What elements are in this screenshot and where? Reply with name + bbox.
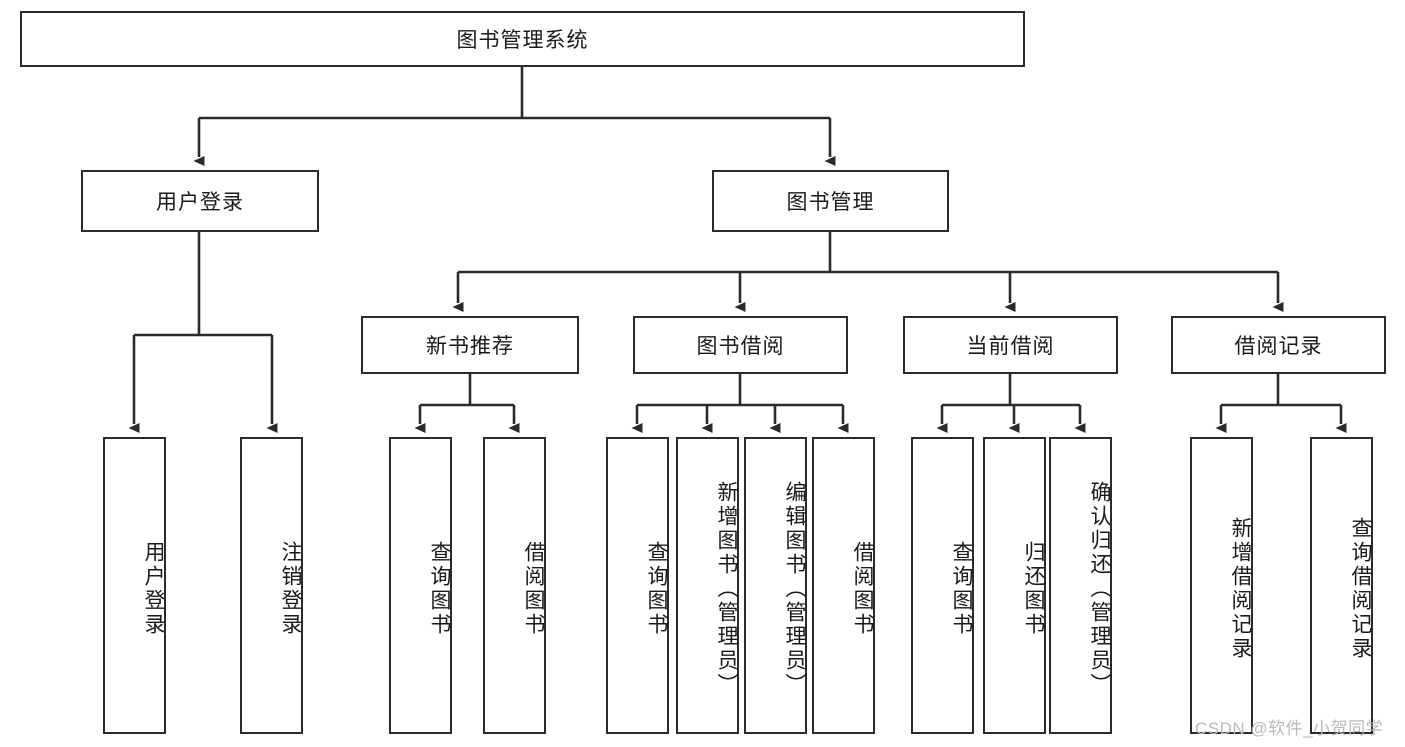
node-leaf-edit-book-admin[interactable]: 编辑图书（管理员） <box>744 437 807 734</box>
node-label: 当前借阅 <box>966 335 1055 358</box>
node-label: 注销登录 <box>279 540 302 637</box>
node-leaf-confirm-return-admin[interactable]: 确认归还（管理员） <box>1049 437 1112 734</box>
node-leaf-borrow-book-2[interactable]: 借阅图书 <box>812 437 875 734</box>
node-leaf-return-book[interactable]: 归还图书 <box>983 437 1046 734</box>
node-label: 归还图书 <box>1022 540 1045 637</box>
node-new-book-recommend[interactable]: 新书推荐 <box>361 316 579 374</box>
node-book-borrowing[interactable]: 图书借阅 <box>633 316 848 374</box>
node-user-login[interactable]: 用户登录 <box>81 170 319 232</box>
node-leaf-logout[interactable]: 注销登录 <box>240 437 303 734</box>
node-label: 确认归还（管理员） <box>1088 480 1111 697</box>
node-label: 编辑图书（管理员） <box>783 480 806 697</box>
node-label: 图书借阅 <box>696 335 785 358</box>
node-label: 查询图书 <box>950 540 973 637</box>
node-label: 查询借阅记录 <box>1349 516 1372 661</box>
node-root-system[interactable]: 图书管理系统 <box>20 11 1025 67</box>
node-book-management[interactable]: 图书管理 <box>712 170 949 232</box>
node-label: 图书管理 <box>786 191 875 214</box>
csdn-watermark: CSDN @软件_小贺同学 <box>1195 719 1384 738</box>
node-label: 用户登录 <box>142 540 165 637</box>
node-leaf-user-login[interactable]: 用户登录 <box>103 437 166 734</box>
node-label: 新增图书（管理员） <box>715 480 738 697</box>
node-leaf-query-borrow-record[interactable]: 查询借阅记录 <box>1310 437 1373 734</box>
node-label: 借阅记录 <box>1234 335 1323 358</box>
node-label: 借阅图书 <box>851 540 874 637</box>
node-borrow-records[interactable]: 借阅记录 <box>1171 316 1386 374</box>
node-label: 查询图书 <box>428 540 451 637</box>
node-label: 图书管理系统 <box>456 29 589 52</box>
node-current-borrowing[interactable]: 当前借阅 <box>903 316 1118 374</box>
node-leaf-add-book-admin[interactable]: 新增图书（管理员） <box>676 437 739 734</box>
node-leaf-query-book-1[interactable]: 查询图书 <box>389 437 452 734</box>
node-leaf-query-book-2[interactable]: 查询图书 <box>606 437 669 734</box>
node-label: 新增借阅记录 <box>1229 516 1252 661</box>
node-leaf-add-borrow-record[interactable]: 新增借阅记录 <box>1190 437 1253 734</box>
node-label: 借阅图书 <box>522 540 545 637</box>
node-label: 查询图书 <box>645 540 668 637</box>
node-leaf-borrow-book-1[interactable]: 借阅图书 <box>483 437 546 734</box>
node-leaf-query-book-3[interactable]: 查询图书 <box>911 437 974 734</box>
node-label: 新书推荐 <box>426 335 514 358</box>
node-label: 用户登录 <box>156 191 244 214</box>
